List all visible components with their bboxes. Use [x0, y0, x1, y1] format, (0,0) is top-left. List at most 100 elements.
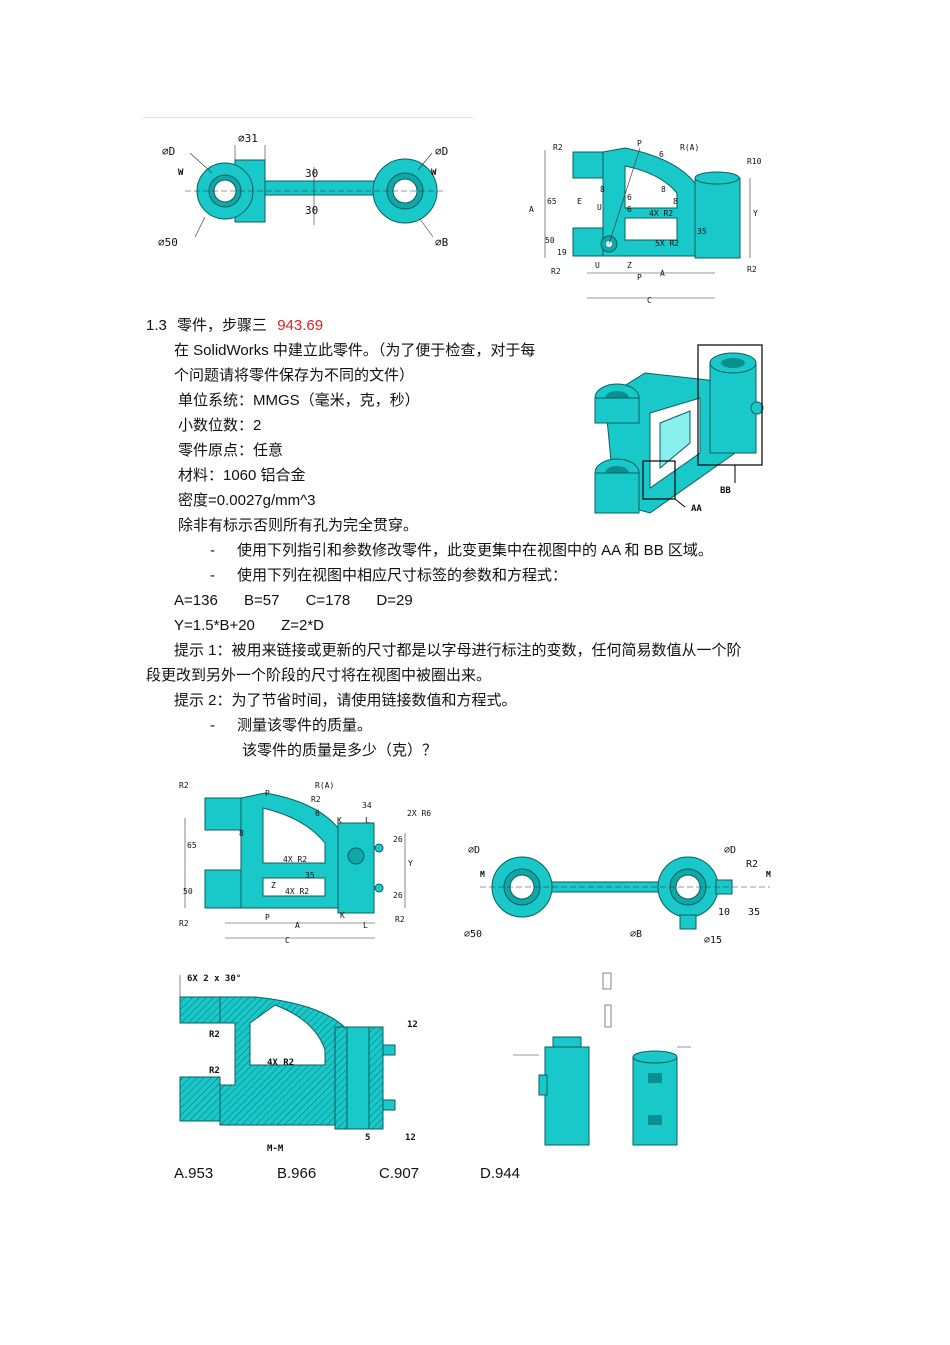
lbl-m-35: 35 [305, 871, 315, 880]
callout-aa: AA [691, 504, 702, 514]
lbl-r2a: R2 [553, 143, 563, 152]
lbl-m-65: 65 [187, 841, 197, 850]
lbl-r2b: R2 [551, 267, 561, 276]
lbl-m-2xr6: 2X R6 [407, 809, 431, 818]
param-b: B=57 [243, 592, 280, 609]
option-a: A.953 [174, 1165, 214, 1182]
param-y: Y=1.5*B+20 [174, 617, 255, 634]
lbl-m-8: 8 [239, 829, 244, 838]
lbl-m-y: Y [408, 859, 413, 868]
lbl-s-r2a: R2 [209, 1030, 220, 1040]
lbl-e: E [577, 197, 582, 206]
lbl-30b: 30 [305, 204, 318, 217]
lbl-m-r2c: R2 [311, 795, 321, 804]
spec-origin: 零件原点：任意 [178, 442, 284, 459]
spec-decimals: 小数位数：2 [178, 417, 262, 434]
drawing-front-view: R2 P 6 R(A) R10 8 8 8 6 6 E U 4X R2 A 65… [525, 138, 775, 310]
lbl-m-p2: P [265, 913, 270, 922]
lbl-r-10: 10 [718, 907, 730, 918]
lbl-m-4xr2b: 4X R2 [285, 887, 309, 896]
lbl-r-m-left: M [480, 870, 485, 879]
lbl-m-c: C [285, 936, 290, 945]
option-c: C.907 [379, 1165, 420, 1182]
bullet-3-text: 测量该零件的质量。 [237, 717, 373, 734]
lbl-5xr2: 5X R2 [655, 239, 679, 248]
lbl-d31: ∅31 [238, 132, 258, 145]
lbl-s-12a: 12 [407, 1020, 418, 1030]
lbl-50: 50 [545, 236, 555, 245]
lbl-m-z: Z [271, 881, 276, 890]
lbl-a-h: A [660, 269, 665, 278]
hint-1-line-1: 提示 1：被用来链接或更新的尺寸都是以字母进行标注的变数，任何简易数值从一个阶 [174, 642, 742, 659]
lbl-p: P [637, 139, 642, 148]
lbl-19: 19 [557, 248, 567, 257]
top-divider [143, 117, 473, 118]
lbl-z: Z [627, 261, 632, 270]
lbl-d50: ∅50 [158, 236, 178, 249]
drawing-detail-views [495, 965, 705, 1155]
section-heading: 1.3 零件，步骤三 943.69 [146, 313, 323, 338]
param-d: D=29 [376, 592, 413, 609]
lbl-6: 6 [659, 150, 664, 159]
drawing-front-view-modified: R2 P R(A) R2 34 2X R6 K L 6 8 65 26 Y 4X… [175, 778, 445, 948]
spec-material: 材料：1060 铝合金 [178, 467, 306, 484]
section-number: 1.3 [146, 317, 167, 334]
lbl-r-35: 35 [748, 907, 760, 918]
lbl-w-right: W [431, 168, 437, 178]
intro-line-1: 在 SolidWorks 中建立此零件。（为了便于检查，对于每 [174, 342, 536, 359]
lbl-35: 35 [697, 227, 707, 236]
lbl-r-m-right: M [766, 870, 771, 879]
lbl-s-r2b: R2 [209, 1066, 220, 1076]
drawing-top-view-modified: ∅D ∅D R2 M M 10 35 ∅50 ∅B ∅15 [460, 835, 780, 950]
hint-1-line-2: 段更改到另外一个阶段的尺寸将在视图中被圈出来。 [146, 667, 492, 684]
lbl-8c: 8 [673, 197, 678, 206]
lbl-r10: R10 [747, 157, 762, 166]
param-z: Z=2*D [281, 617, 325, 634]
lbl-s-5: 5 [365, 1133, 370, 1143]
lbl-m-4xr2a: 4X R2 [283, 855, 307, 864]
lbl-u2: U [595, 261, 600, 270]
lbl-4xr2: 4X R2 [649, 209, 673, 218]
lbl-m-50: 50 [183, 887, 193, 896]
lbl-m-26b: 26 [393, 891, 403, 900]
lbl-p2: P [637, 273, 642, 282]
param-c: C=178 [305, 592, 351, 609]
callout-bb: BB [720, 486, 731, 496]
bullet-1-text: 使用下列指引和参数修改零件，此变更集中在视图中的 AA 和 BB 区域。 [237, 542, 713, 559]
lbl-m-p: P [265, 789, 270, 798]
lbl-s-4xr2: 4X R2 [267, 1058, 294, 1068]
lbl-r-r2: R2 [746, 859, 758, 870]
drawing-section-mm: 6X 2 x 30° R2 R2 4X R2 12 5 12 M-M [175, 965, 435, 1155]
answer-value: 943.69 [277, 317, 324, 334]
lbl-s-12b: 12 [405, 1133, 416, 1143]
lbl-c: C [647, 296, 652, 305]
option-d: D.944 [480, 1165, 521, 1182]
intro-line-2: 个问题请将零件保存为不同的文件） [174, 367, 415, 384]
lbl-30a: 30 [305, 167, 318, 180]
lbl-m-l2: L [363, 921, 368, 930]
params-line-1: A=136 B=57 C=178 D=29 [174, 588, 413, 613]
lbl-u: U [597, 203, 602, 212]
lbl-r-d15: ∅15 [704, 935, 722, 946]
lbl-m-ra: R(A) [315, 781, 334, 790]
lbl-s-mm: M-M [267, 1144, 284, 1154]
lbl-y: Y [753, 209, 758, 218]
lbl-6b: 6 [627, 193, 632, 202]
lbl-6c: 6 [627, 205, 632, 214]
hint-2: 提示 2：为了节省时间，请使用链接数值和方程式。 [174, 692, 517, 709]
question: 该零件的质量是多少（克）？ [242, 742, 438, 759]
lbl-m-34: 34 [362, 801, 372, 810]
lbl-ra: R(A) [680, 143, 699, 152]
lbl-d-left: ∅D [162, 145, 175, 158]
lbl-r-d-right: ∅D [724, 845, 736, 856]
lbl-m-6: 6 [315, 809, 320, 818]
lbl-m-26a: 26 [393, 835, 403, 844]
lbl-m-r2b: R2 [179, 919, 189, 928]
bullet-2: -使用下列在视图中相应尺寸标签的参数和方程式： [210, 567, 568, 584]
param-a: A=136 [174, 592, 218, 609]
lbl-m-r2d: R2 [395, 915, 405, 924]
lbl-m-k: K [337, 816, 342, 825]
lbl-w-left: W [178, 168, 184, 178]
lbl-65: 65 [547, 197, 557, 206]
lbl-r-d-left: ∅D [468, 845, 480, 856]
